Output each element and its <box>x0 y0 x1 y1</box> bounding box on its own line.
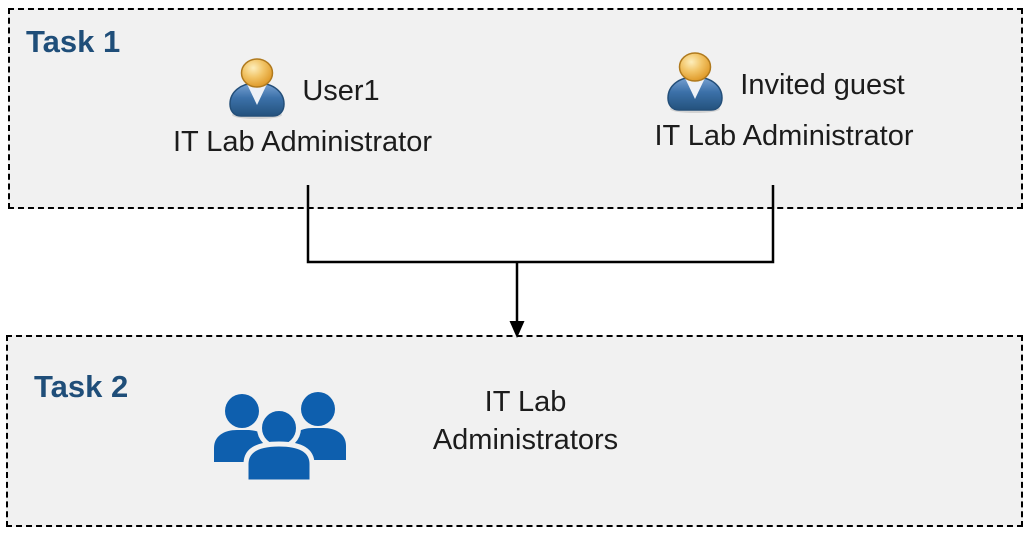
user1-role: IT Lab Administrator <box>173 126 432 158</box>
group-name-label: IT Lab Administrators <box>432 386 619 456</box>
task1-title: Task 1 <box>26 24 121 59</box>
task2-title: Task 2 <box>34 369 129 404</box>
invited-guest-row: Invited guest <box>663 52 905 119</box>
user1-card: User1 IT Lab Administrator <box>130 58 475 159</box>
person-icon <box>225 58 289 125</box>
task1-box: Task 1 User1 IT Lab Administrator <box>8 8 1023 209</box>
user1-name: User1 <box>302 75 380 107</box>
people-group-icon <box>210 386 348 491</box>
person-icon <box>663 52 727 119</box>
task2-box: Task 2 <box>6 335 1023 527</box>
invited-guest-name: Invited guest <box>740 69 905 101</box>
user1-row: User1 <box>225 58 380 125</box>
invited-guest-role: IT Lab Administrator <box>654 120 914 152</box>
invited-guest-card: Invited guest IT Lab Administrator <box>598 52 970 153</box>
